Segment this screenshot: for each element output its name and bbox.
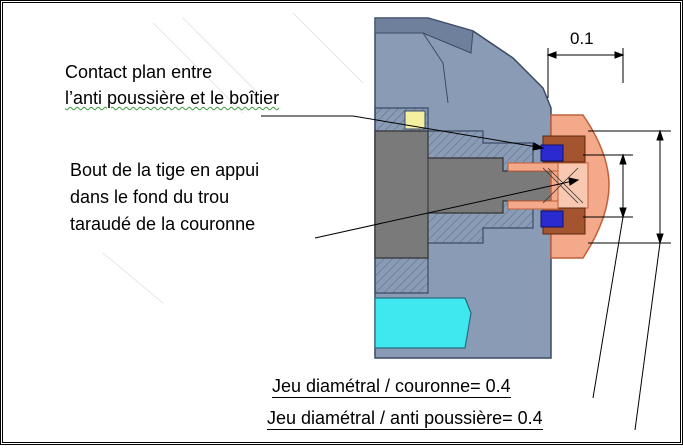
cross-section-drawing xyxy=(102,12,671,431)
thread-lines xyxy=(542,167,584,204)
label-jeu-couronne: Jeu diamétral / couronne= 0.4 xyxy=(272,376,511,398)
label-bout-line1: Bout de la tige en appui xyxy=(70,160,260,180)
leader-lines xyxy=(261,115,661,431)
seal-ring-top xyxy=(540,144,564,162)
label-bout-line3: taraudé de la couronne xyxy=(70,214,256,234)
housing-top-shade xyxy=(374,17,474,54)
crown-stem-top xyxy=(507,162,559,172)
background-sketch-lines xyxy=(102,12,364,304)
crown-stem-bottom xyxy=(507,200,559,210)
crown-inner-bore xyxy=(557,162,589,209)
seal-ring-bottom xyxy=(540,210,564,228)
dimension-diameters xyxy=(583,129,671,245)
dimension-0-1 xyxy=(546,48,625,98)
label-dimension-0-1: 0.1 xyxy=(570,29,594,48)
label-contact-line2: l’anti poussière et le boîtier xyxy=(65,88,280,108)
yellow-insert xyxy=(404,110,426,130)
label-contact-line1: Contact plan entre xyxy=(65,62,213,82)
label-bout-line2: dans le fond du trou xyxy=(70,187,230,207)
label-jeu-anti-poussiere: Jeu diamétral / anti poussière= 0.4 xyxy=(267,408,543,430)
housing-bevel xyxy=(422,32,449,104)
cyan-part xyxy=(374,297,472,349)
